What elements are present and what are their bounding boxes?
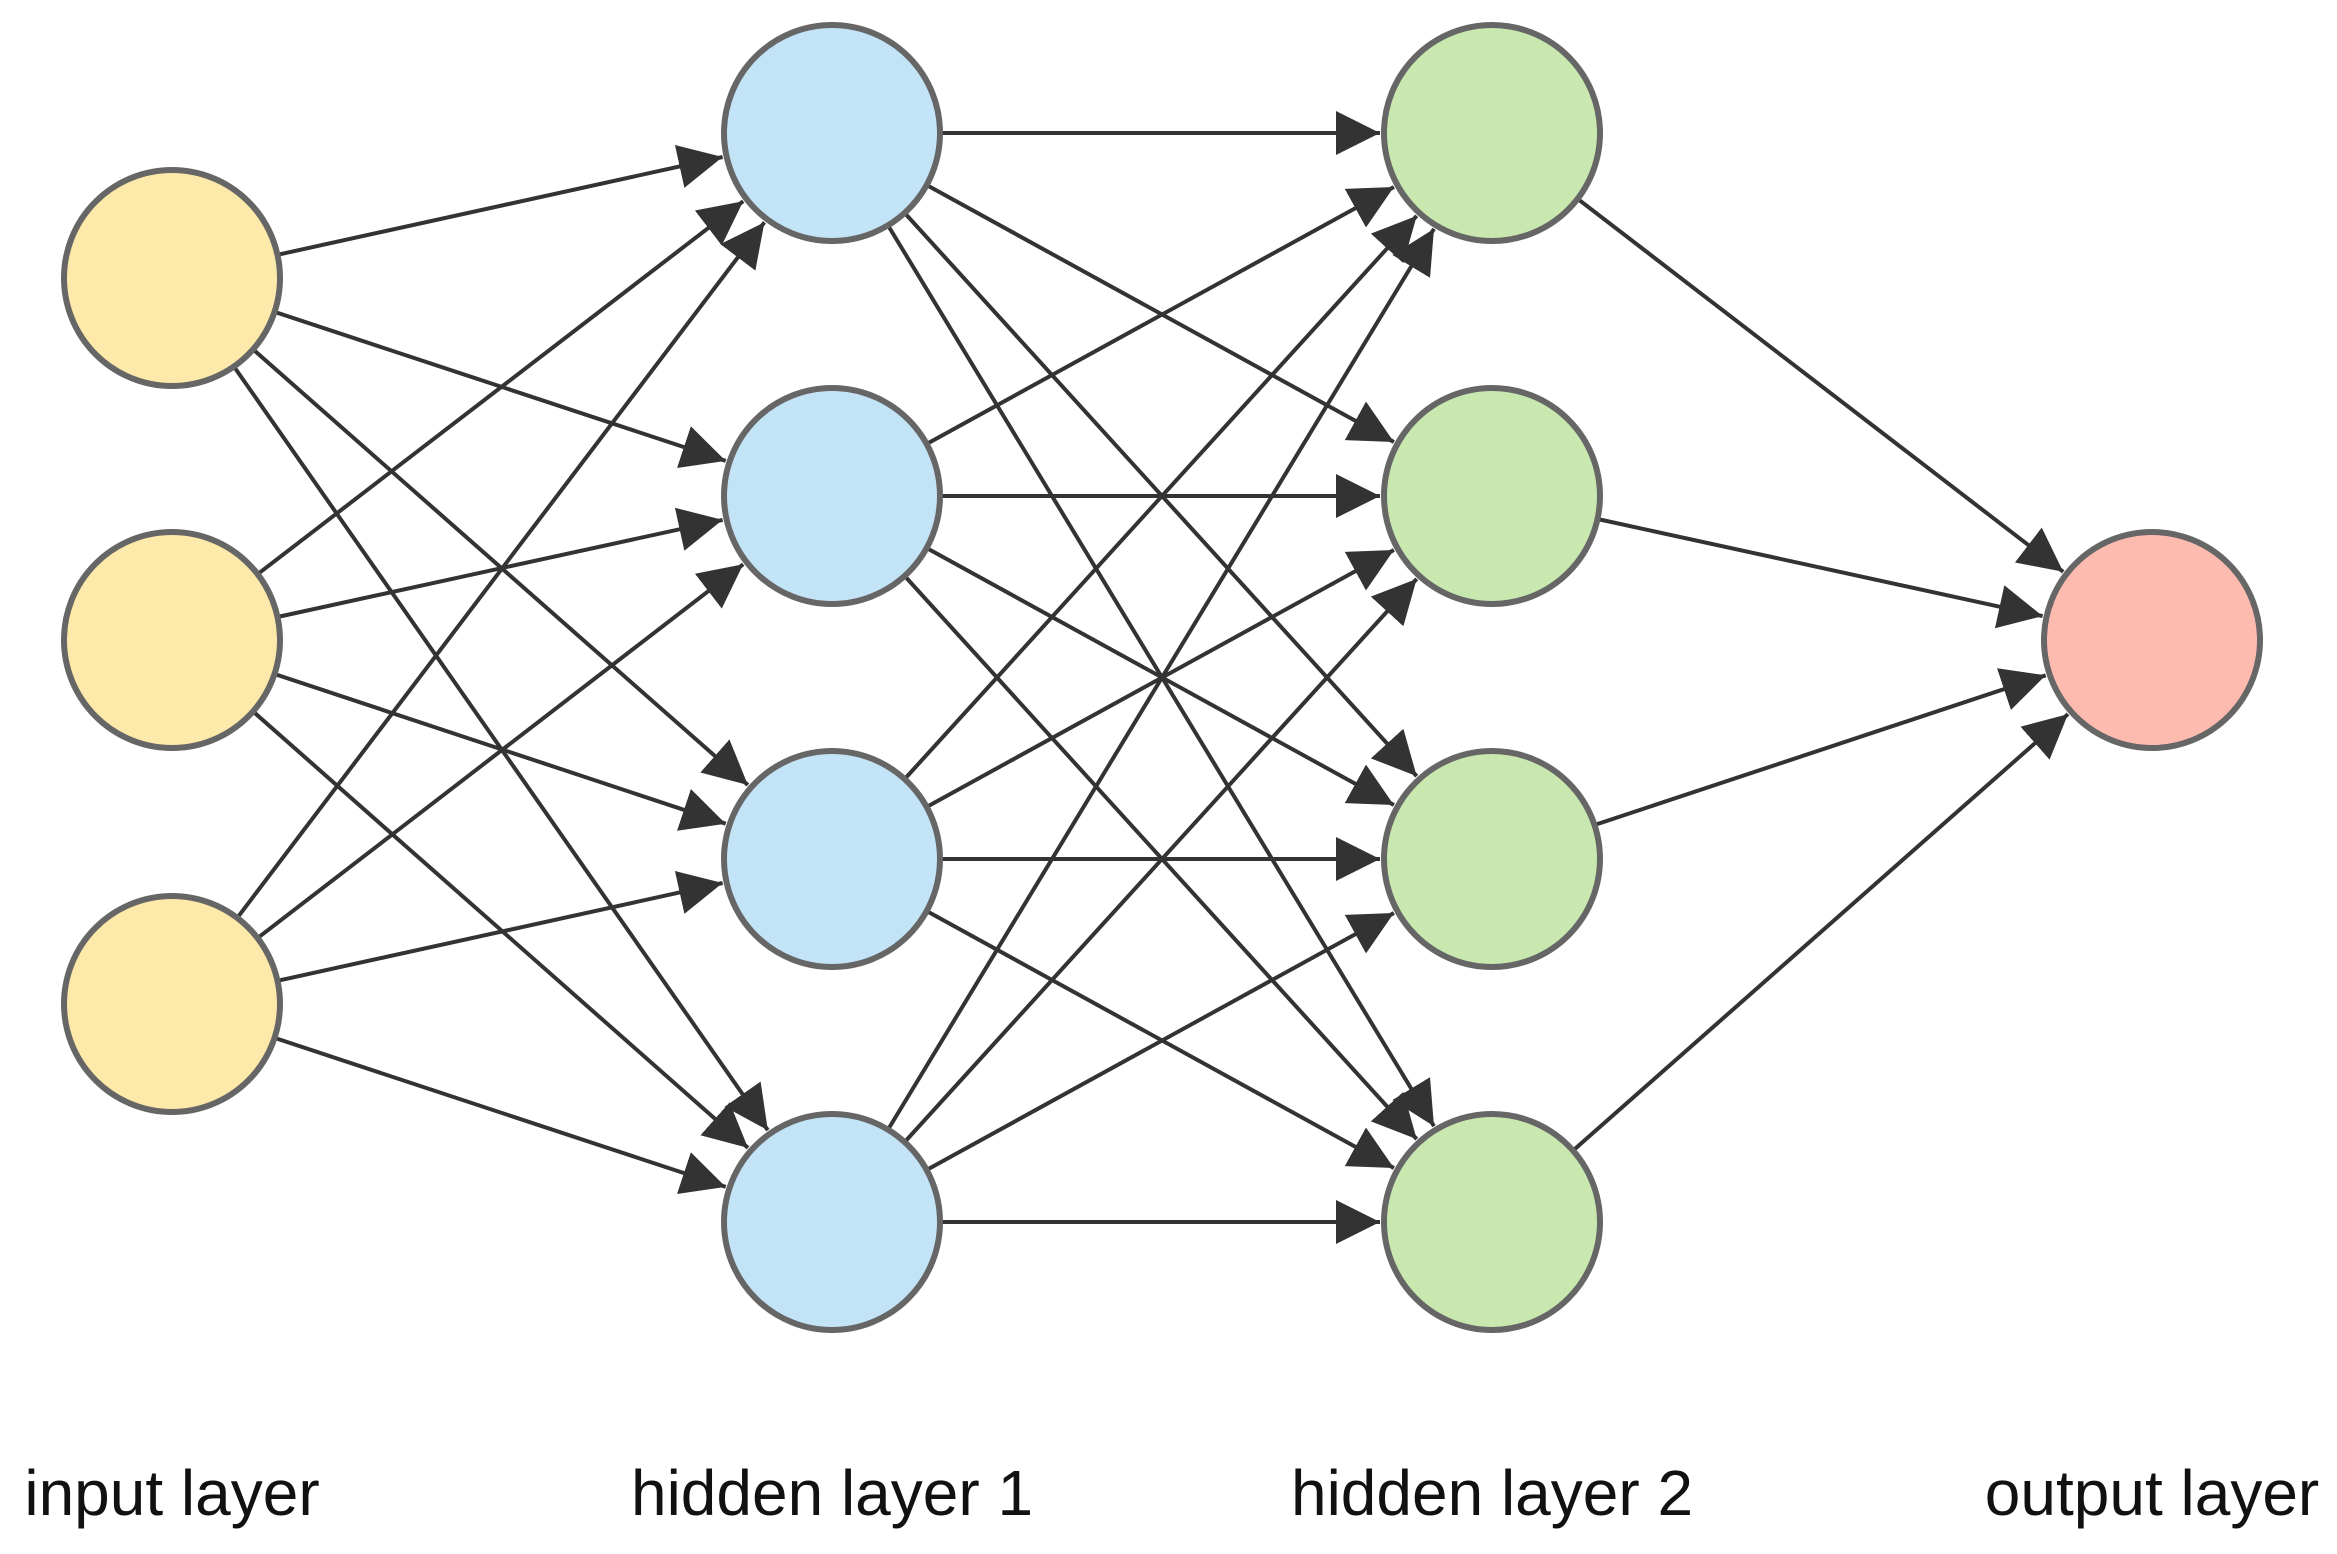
neuron-hidden1-3 [721,748,943,970]
edge-input-3-to-hidden1-3 [277,870,724,983]
edge-hidden1-2-to-hidden2-1 [925,185,1395,446]
edge-input-3-to-hidden1-2 [256,562,745,940]
edge-input-2-to-hidden1-3 [273,672,727,831]
label-input-layer: input layer [24,1457,319,1529]
neuron-hidden1-2 [721,385,943,607]
edge-hidden2-3-to-output-1 [1593,668,2047,827]
neuron-output-1 [2041,529,2263,751]
edge-input-2-to-hidden1-4 [251,709,750,1150]
neuron-hidden2-4 [1381,1111,1603,1333]
neuron-hidden2-3 [1381,748,1603,970]
neurons-group [61,22,2263,1333]
neuron-hidden2-1 [1381,22,1603,244]
edge-hidden2-4-to-output-1 [1571,712,2070,1153]
edge-input-3-to-hidden1-4 [273,1036,727,1194]
edge-input-1-to-hidden1-1 [277,144,724,257]
edge-hidden1-3-to-hidden2-1 [903,214,1419,781]
edge-hidden2-2-to-output-1 [1597,517,2044,629]
neuron-input-3 [61,893,283,1115]
edge-hidden1-4-to-hidden2-2 [903,577,1419,1144]
edge-input-2-to-hidden1-1 [256,199,745,576]
neuron-hidden2-2 [1381,385,1603,607]
edge-hidden1-4-to-hidden2-1 [886,227,1436,1131]
neuron-hidden1-1 [721,22,943,244]
edge-hidden2-1-to-output-1 [1576,197,2065,574]
edge-hidden1-4-to-hidden2-3 [925,911,1395,1172]
edge-input-3-to-hidden1-1 [235,221,766,920]
neuron-input-1 [61,167,283,389]
neuron-input-2 [61,529,283,751]
label-hidden-layer-2: hidden layer 2 [1291,1457,1693,1529]
connections-group [232,111,2070,1244]
label-output-layer: output layer [1985,1457,2319,1529]
layer-labels-group: input layer hidden layer 1 hidden layer … [24,1457,2319,1529]
neuron-hidden1-4 [721,1111,943,1333]
label-hidden-layer-1: hidden layer 1 [631,1457,1033,1529]
